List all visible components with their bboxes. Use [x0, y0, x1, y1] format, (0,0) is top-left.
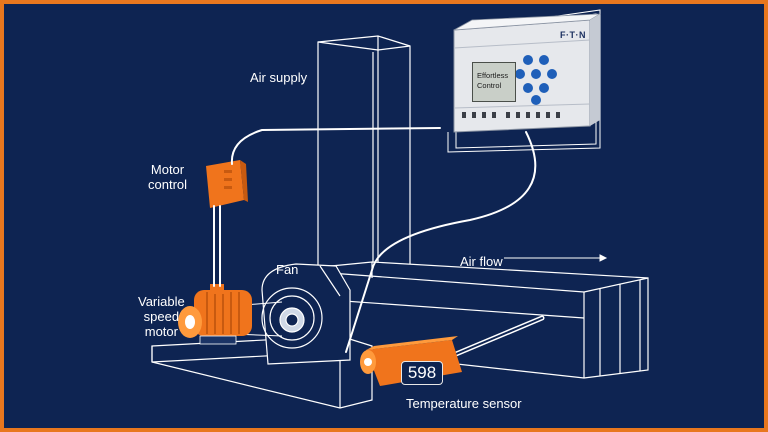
plc-brand-logo: F·T·N — [560, 30, 586, 40]
plc-display: Effortless Control — [472, 62, 516, 102]
sensor-reading: 598 — [401, 361, 443, 385]
plc-keypad — [515, 55, 557, 105]
label-temperature-sensor: Temperature sensor — [406, 396, 522, 411]
air-flow-arrow — [504, 254, 608, 262]
plc-display-text: Effortless Control — [477, 71, 509, 90]
label-variable-speed-motor: Variable speed motor — [138, 294, 185, 339]
signal-cables — [213, 127, 537, 353]
motor-body — [178, 284, 252, 345]
motor-control-box — [206, 160, 248, 208]
diagram-canvas: Effortless Control F·T·N 598 Air supply … — [4, 4, 764, 428]
label-fan: Fan — [276, 262, 299, 277]
fan-housing — [261, 263, 351, 365]
air-supply-duct — [317, 35, 411, 273]
label-motor-control: Motor control — [148, 162, 188, 192]
plc-terminals — [462, 112, 560, 118]
label-air-supply: Air supply — [250, 70, 308, 85]
label-air-flow: Air flow — [460, 254, 503, 269]
diagram-drawing — [151, 9, 649, 409]
